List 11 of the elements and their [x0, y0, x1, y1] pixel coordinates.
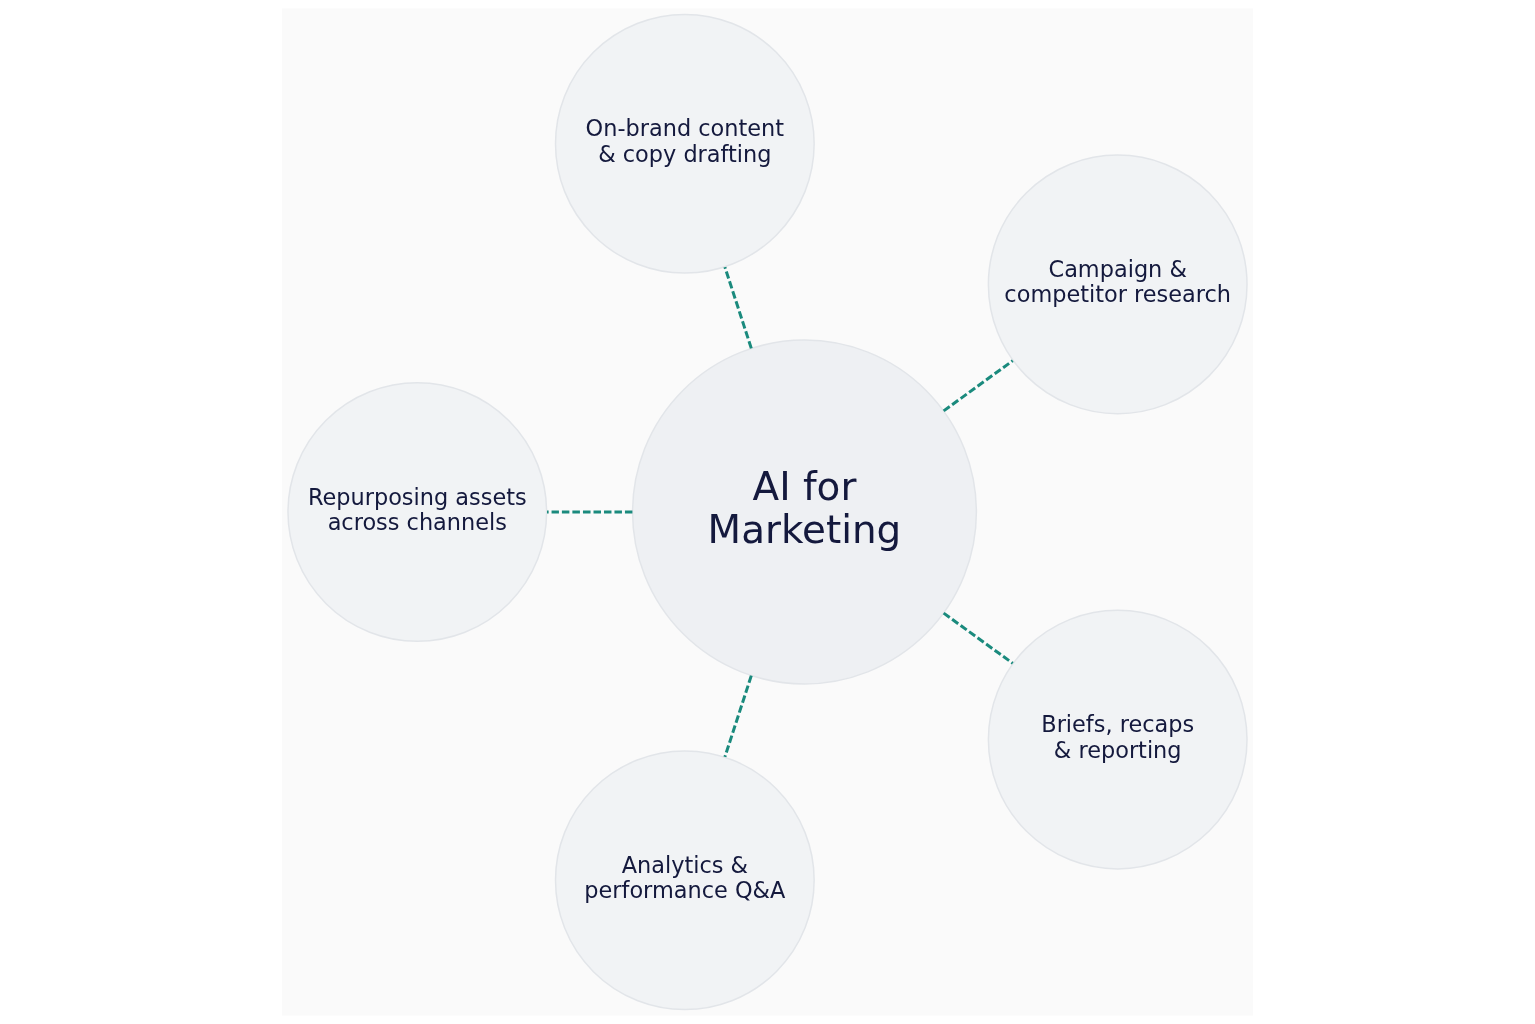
node-circle: AI for Marketing [631, 339, 978, 685]
node-circle: Briefs, recaps & reporting [987, 609, 1248, 870]
node-circle: Repurposing assets across channels [287, 381, 548, 643]
connector [723, 266, 753, 349]
connector [942, 359, 1014, 413]
connector [723, 675, 753, 758]
node-circle: Campaign & competitor research [987, 154, 1248, 415]
connector [547, 510, 633, 514]
node-circle: Analytics & performance Q&A [554, 750, 815, 1011]
node-circle: On-brand content & copy drafting [554, 13, 815, 274]
connector [942, 611, 1014, 665]
